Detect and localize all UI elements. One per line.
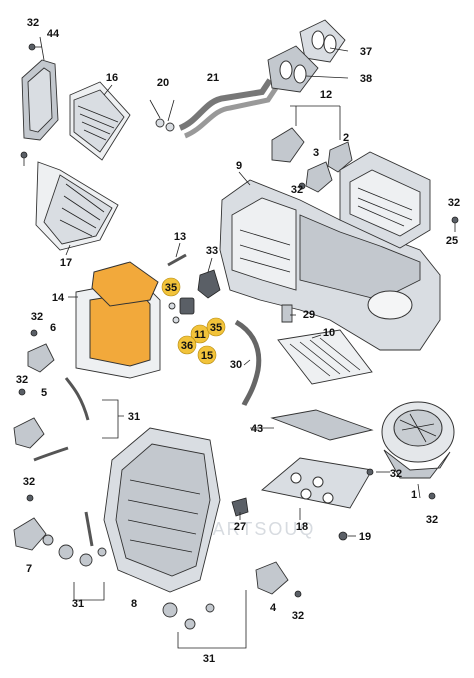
callout-32-d[interactable]: 32 [31,311,43,323]
callout-32-b[interactable]: 32 [291,184,303,196]
highlight-badge-35a [161,277,181,297]
callout-35a[interactable]: 35 [165,282,177,294]
callout-8[interactable]: 8 [131,598,137,610]
part-37-38-seals [267,19,346,93]
part-43-seal-strip [270,409,374,441]
callout-4[interactable]: 4 [270,602,277,614]
highlighted-callouts: 35 11 35 36 15 [161,277,226,365]
part-4-actuator [255,561,289,595]
part-expansion-valve [168,297,195,324]
highlight-badge-36 [177,335,197,355]
part-7-actuator [13,517,47,551]
part-19-nut [338,531,348,541]
highlight-badge-15 [197,345,217,365]
callout-32-g[interactable]: 32 [426,514,438,526]
callout-29[interactable]: 29 [303,309,315,321]
callout-13[interactable]: 13 [174,231,186,243]
part-10-pollen-filter [277,329,373,385]
callout-7[interactable]: 7 [26,563,32,575]
callout-32-h[interactable]: 32 [23,476,35,488]
watermark: PARTSOUQ [200,519,315,539]
part-30-hose [234,319,262,407]
part-32-screw-top [28,43,42,51]
part-5-actuator [13,417,45,449]
part-32-screw-left [20,151,28,166]
callout-32-i[interactable]: 32 [292,610,304,622]
callout-3[interactable]: 3 [313,147,319,159]
part-29-fitting [281,304,293,323]
callout-2[interactable]: 2 [343,132,349,144]
callout-31-b[interactable]: 31 [72,598,84,610]
part-17-evaporator [35,161,119,251]
callout-32[interactable]: 32 [27,17,39,29]
callout-27[interactable]: 27 [234,521,246,533]
part-13-bolt [167,253,187,267]
callout-18[interactable]: 18 [296,521,308,533]
highlight-badge-11 [190,324,210,344]
part-31-linkages [33,377,215,630]
callout-38[interactable]: 38 [360,73,372,85]
callout-14[interactable]: 14 [52,292,65,304]
callout-32-c[interactable]: 32 [448,197,460,209]
callout-19[interactable]: 19 [359,531,371,543]
callout-6[interactable]: 6 [50,322,56,334]
part-14-filter-frame [75,261,161,379]
callout-32-f[interactable]: 32 [390,468,402,480]
callout-33[interactable]: 33 [206,245,218,257]
part-2-blower-housing [339,151,431,249]
part-32-screws-misc [18,182,436,598]
part-18-cover-plate [260,457,373,509]
callout-16[interactable]: 16 [106,72,118,84]
callout-labels: 32 44 16 20 21 37 38 12 2 3 32 9 32 25 1… [16,17,460,665]
highlight-badge-35b [206,317,226,337]
callout-30[interactable]: 30 [230,359,242,371]
callout-31-c[interactable]: 31 [203,653,215,665]
part-1-blower-motor [381,401,455,479]
callout-15[interactable]: 15 [201,350,213,362]
callout-37[interactable]: 37 [360,46,372,58]
callout-35b[interactable]: 35 [210,322,222,334]
part-20-clamps [149,99,175,132]
callout-36[interactable]: 36 [181,340,193,352]
part-25-screw [451,216,459,232]
callout-12[interactable]: 12 [320,89,332,101]
callout-21[interactable]: 21 [207,72,219,84]
part-8-lower-housing [103,427,221,593]
callout-10[interactable]: 10 [323,327,335,339]
part-21-pipes [178,78,279,139]
part-27-sensor [231,497,249,517]
callout-32-e[interactable]: 32 [16,374,28,386]
part-33-clip [197,269,221,299]
callout-9[interactable]: 9 [236,160,242,172]
callout-1[interactable]: 1 [411,489,417,501]
callout-31-a[interactable]: 31 [128,411,140,423]
part-16-heater-core [69,81,131,161]
callout-43[interactable]: 43 [251,423,263,435]
leader-lines [39,36,421,649]
callout-44[interactable]: 44 [47,28,60,40]
part-12-actuators [271,127,353,193]
callout-20[interactable]: 20 [157,77,169,89]
callout-11[interactable]: 11 [194,329,206,341]
callout-17[interactable]: 17 [60,257,72,269]
part-44-bracket [21,59,59,141]
part-6-actuator [27,343,55,373]
part-9-air-distribution-housing [219,179,441,351]
callout-25[interactable]: 25 [446,235,458,247]
callout-5[interactable]: 5 [41,387,47,399]
